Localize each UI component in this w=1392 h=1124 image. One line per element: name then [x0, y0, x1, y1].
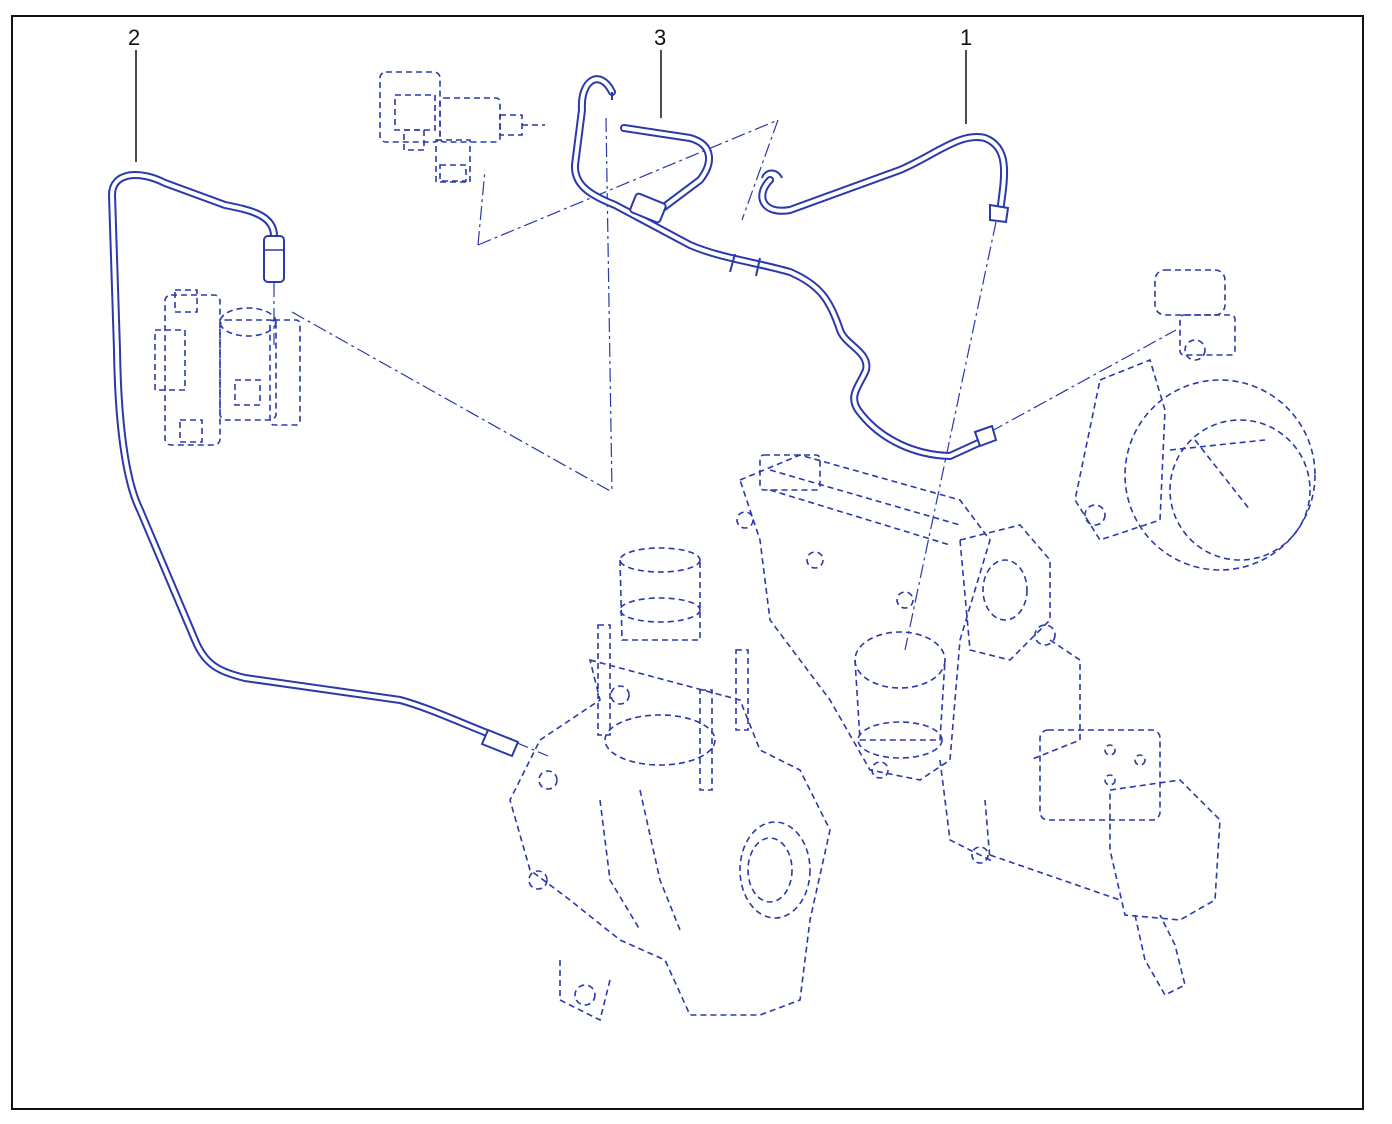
vacuum-pump-right [1074, 269, 1316, 571]
hose-2 [108, 171, 520, 758]
hose-1-left-end [761, 169, 783, 179]
egr-valve-center [736, 454, 991, 781]
hose-1-right-end [989, 203, 1010, 224]
alignment-line-solenoid-to-hose3 [477, 118, 780, 246]
vacuum-solenoid-top [379, 71, 545, 183]
hose-1 [758, 133, 1010, 224]
alignment-lines [273, 117, 1177, 757]
callout-3: 3 [654, 25, 666, 118]
left-control-valve [154, 289, 301, 446]
hose-3-clip [629, 192, 667, 224]
alignment-line-center-vertical [605, 117, 613, 493]
hose-2-bottom-sleeve [480, 728, 520, 758]
hose-3-end-cap [973, 424, 998, 448]
callout-number-3: 3 [654, 25, 666, 50]
alignment-line-hose1-to-egr [904, 221, 997, 651]
callout-number-1: 1 [960, 25, 972, 50]
alignment-line-hose2-end [514, 741, 549, 757]
hose-2-end-sleeve [263, 235, 285, 283]
turbo-housing-bottom [509, 547, 831, 1022]
callout-number-2: 2 [128, 25, 140, 50]
alignment-line-solenoid-down [477, 169, 486, 246]
egr-flange-and-bracket [939, 524, 1221, 997]
alignment-line-left-valve [291, 311, 613, 493]
hose-3-joint [729, 253, 736, 273]
alignment-line-hose3-to-right [989, 329, 1177, 433]
hose-3 [571, 75, 998, 460]
callout-1: 1 [960, 25, 972, 124]
callout-2: 2 [128, 25, 140, 162]
